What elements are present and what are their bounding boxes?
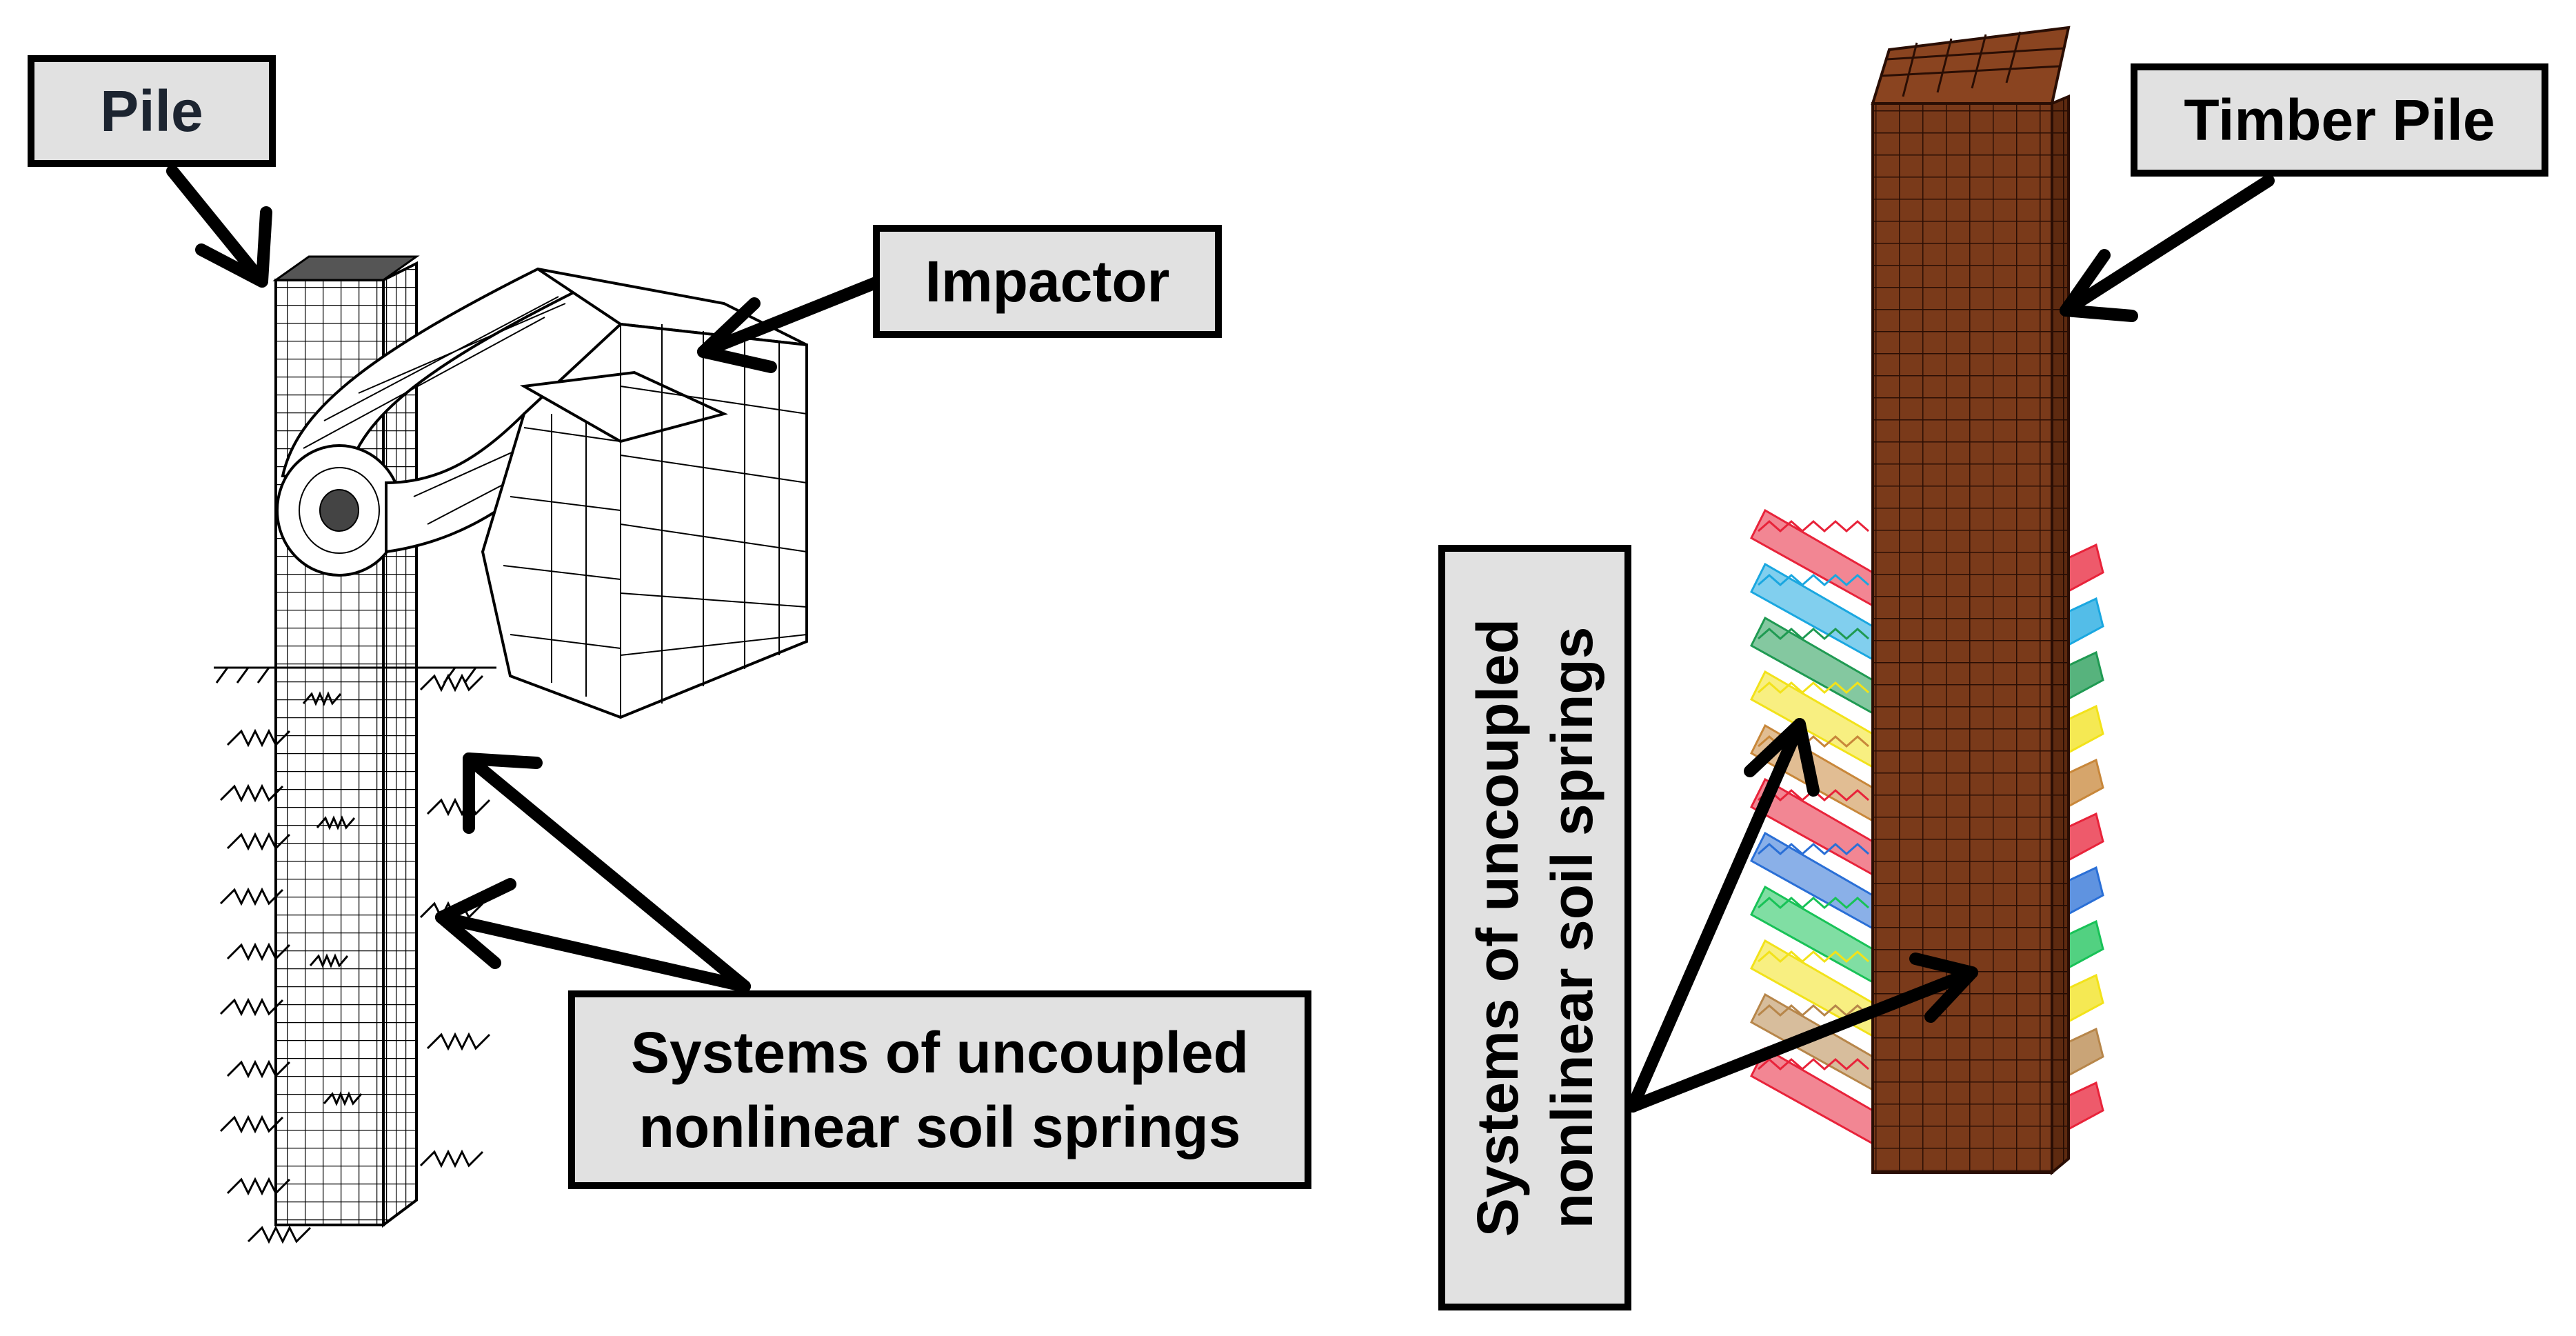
arrow-to-timber-pile <box>2060 175 2275 317</box>
springs-label-left-line2: nonlinear soil springs <box>638 1095 1241 1159</box>
impactor-label: Impactor <box>925 248 1170 314</box>
springs-label-box-right: Systems of uncoupled nonlinear soil spri… <box>1438 545 1631 1310</box>
arrow-to-impactor-head <box>697 297 777 373</box>
arrow-right-springs-upper <box>1627 718 1806 1113</box>
right-fe-model <box>1750 26 2104 1176</box>
impactor-mesh-lines <box>503 324 807 717</box>
arrow-springs-lower <box>435 911 751 993</box>
timber-pile-front <box>1871 102 2053 1174</box>
arrow-to-pile-head <box>195 206 272 288</box>
arrow-to-timber-pile-head <box>2060 249 2138 322</box>
timber-pile-side <box>2051 94 2070 1176</box>
springs-label-right-line1: Systems of uncoupled <box>1465 618 1530 1237</box>
arrow-to-pile <box>166 165 268 288</box>
left-fe-model <box>214 255 808 1244</box>
impactor-mesh <box>276 267 808 719</box>
timber-pile-top <box>1871 26 2071 105</box>
arrow-springs-lower-head <box>435 878 516 969</box>
arrow-right-springs-lower-head <box>1909 953 1978 1023</box>
soil-springs-left <box>219 673 491 1244</box>
timber-pile-label-box: Timber Pile <box>2131 63 2548 177</box>
pile-label-box: Pile <box>28 55 276 167</box>
springs-label-right-line2: nonlinear soil springs <box>1540 626 1604 1229</box>
left-arrows <box>166 165 882 993</box>
springs-label-right: Systems of uncoupled nonlinear soil spri… <box>1460 619 1609 1237</box>
pile-label: Pile <box>100 78 203 143</box>
arrow-right-springs-upper-head <box>1744 718 1820 797</box>
timber-pile-label: Timber Pile <box>2184 87 2495 152</box>
springs-label-left-line1: Systems of uncoupled <box>630 1020 1249 1085</box>
impactor-label-box: Impactor <box>873 225 1222 338</box>
right-arrows <box>1627 175 2275 1113</box>
pile-mesh-top <box>272 255 420 281</box>
springs-label-box-left: Systems of uncoupled nonlinear soil spri… <box>568 990 1311 1189</box>
arrow-springs-upper-head <box>463 752 543 834</box>
arrow-springs-upper <box>463 752 751 993</box>
arrow-to-impactor <box>697 277 882 358</box>
arrow-right-springs-lower <box>1627 966 1978 1113</box>
